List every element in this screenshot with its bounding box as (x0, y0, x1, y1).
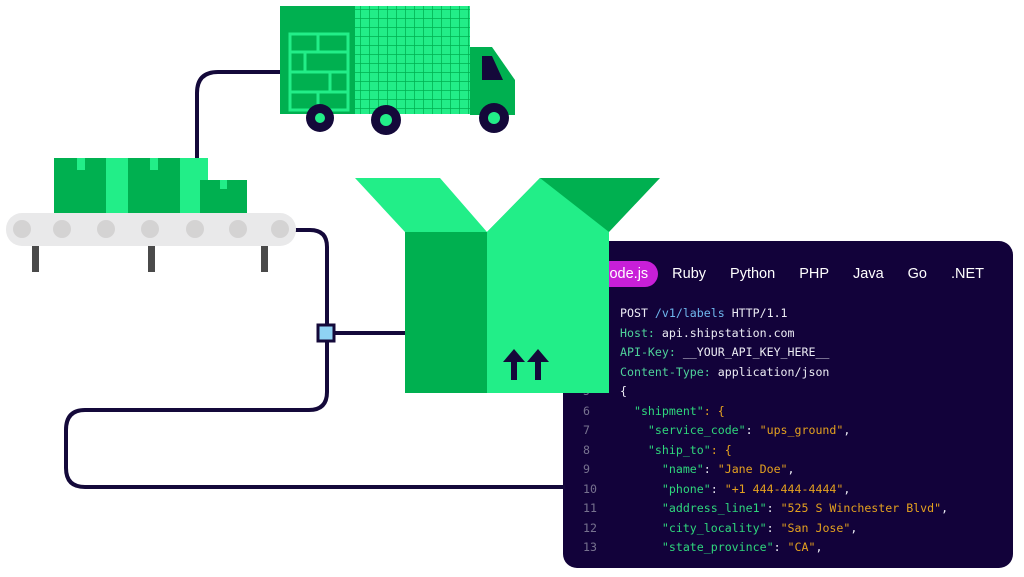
cables (64, 70, 565, 489)
code-line: 8 "ship_to": { (583, 441, 948, 461)
tab-nodejs[interactable]: Node.js (589, 261, 659, 287)
code-token: HTTP/1.1 (724, 306, 788, 320)
tab-python[interactable]: Python (730, 266, 776, 282)
code-line: 10 "phone": "+1 444-444-4444", (583, 480, 948, 500)
tab-php[interactable]: PHP (799, 266, 830, 282)
code-token: : (710, 481, 725, 496)
line-number: 12 (583, 520, 597, 535)
code-token: API-Key: (620, 345, 676, 359)
line-number: 11 (583, 501, 597, 515)
connector-node (316, 323, 336, 343)
code-token: "phone" (620, 481, 711, 496)
code-token: api.shipstation.com (654, 325, 795, 340)
code-token: : (766, 520, 781, 535)
code-token: : { (703, 403, 725, 418)
code-token: "+1 444-444-4444" (724, 481, 844, 496)
line-number: 6 (583, 403, 590, 418)
code-token: "San Jose" (780, 520, 851, 535)
code-token: , (843, 481, 851, 496)
code-token: : (703, 462, 718, 476)
code-token: "Jane Doe" (717, 462, 788, 476)
line-number: 5 (583, 384, 590, 398)
code-token: { (620, 384, 627, 398)
line-number: 9 (583, 462, 590, 476)
code-token: "shipment" (620, 403, 704, 418)
code-token: : { (710, 442, 732, 457)
code-sample-panel: Node.js Ruby Python PHP Java Go .NET POST /v1/… (563, 241, 1013, 568)
code-token: "city_locality" (620, 520, 767, 535)
code-token: __YOUR_API_KEY_HERE__ (675, 345, 830, 359)
code-line: 9 "name": "Jane Doe", (583, 460, 948, 480)
line-number: 8 (583, 442, 590, 457)
tab-java[interactable]: Java (853, 266, 884, 282)
code-token: , (850, 520, 858, 535)
line-number: 13 (583, 540, 597, 554)
code-token: Host: (620, 325, 655, 340)
tab-go[interactable]: Go (907, 266, 927, 282)
code-token: : (773, 540, 788, 554)
code-token: "ship_to" (620, 442, 711, 457)
code-token: , (941, 501, 949, 515)
truck-icon (280, 6, 515, 135)
code-token: "CA" (787, 540, 816, 554)
code-line: 13 "state_province": "CA", (583, 538, 948, 558)
code-line: Content-Type: application/json (583, 363, 948, 383)
code-line: Host: api.shipstation.com (583, 324, 948, 344)
code-token: "address_line1" (620, 501, 767, 515)
code-line: 6 "shipment": { (583, 402, 948, 422)
code-line: API-Key: __YOUR_API_KEY_HERE__ (583, 343, 948, 363)
code-token: "ups_ground" (759, 423, 844, 437)
this-side-up-arrows-icon (503, 349, 549, 380)
line-number: 7 (583, 423, 590, 437)
code-line: 12 "city_locality": "San Jose", (583, 519, 948, 539)
tab-net[interactable]: .NET (951, 266, 985, 282)
code-token: , (787, 462, 795, 476)
code-token: "525 S Winchester Blvd" (780, 501, 942, 515)
code-line: POST /v1/labels HTTP/1.1 (583, 304, 948, 324)
code-token: , (815, 540, 823, 554)
code-token: : (745, 423, 760, 437)
code-token: , (843, 423, 851, 437)
code-token: "state_province" (620, 540, 774, 554)
code-token: Content-Type: (620, 364, 711, 379)
code-token: "service_code" (620, 423, 746, 437)
code-line: 7 "service_code": "ups_ground", (583, 421, 948, 441)
code-token: /v1/labels (654, 306, 725, 320)
code-token: application/json (710, 364, 830, 379)
code-line: 5{ (583, 382, 948, 402)
tab-ruby[interactable]: Ruby (672, 266, 707, 282)
code-line: 11 "address_line1": "525 S Winchester Bl… (583, 499, 948, 519)
code-token: "name" (620, 462, 704, 476)
code-token: : (766, 501, 781, 515)
line-number: 10 (583, 481, 597, 496)
code-token: POST (620, 306, 655, 320)
language-tabs: Node.js Ruby Python PHP Java Go .NET (589, 261, 998, 287)
conveyor-belt-icon (6, 158, 296, 272)
